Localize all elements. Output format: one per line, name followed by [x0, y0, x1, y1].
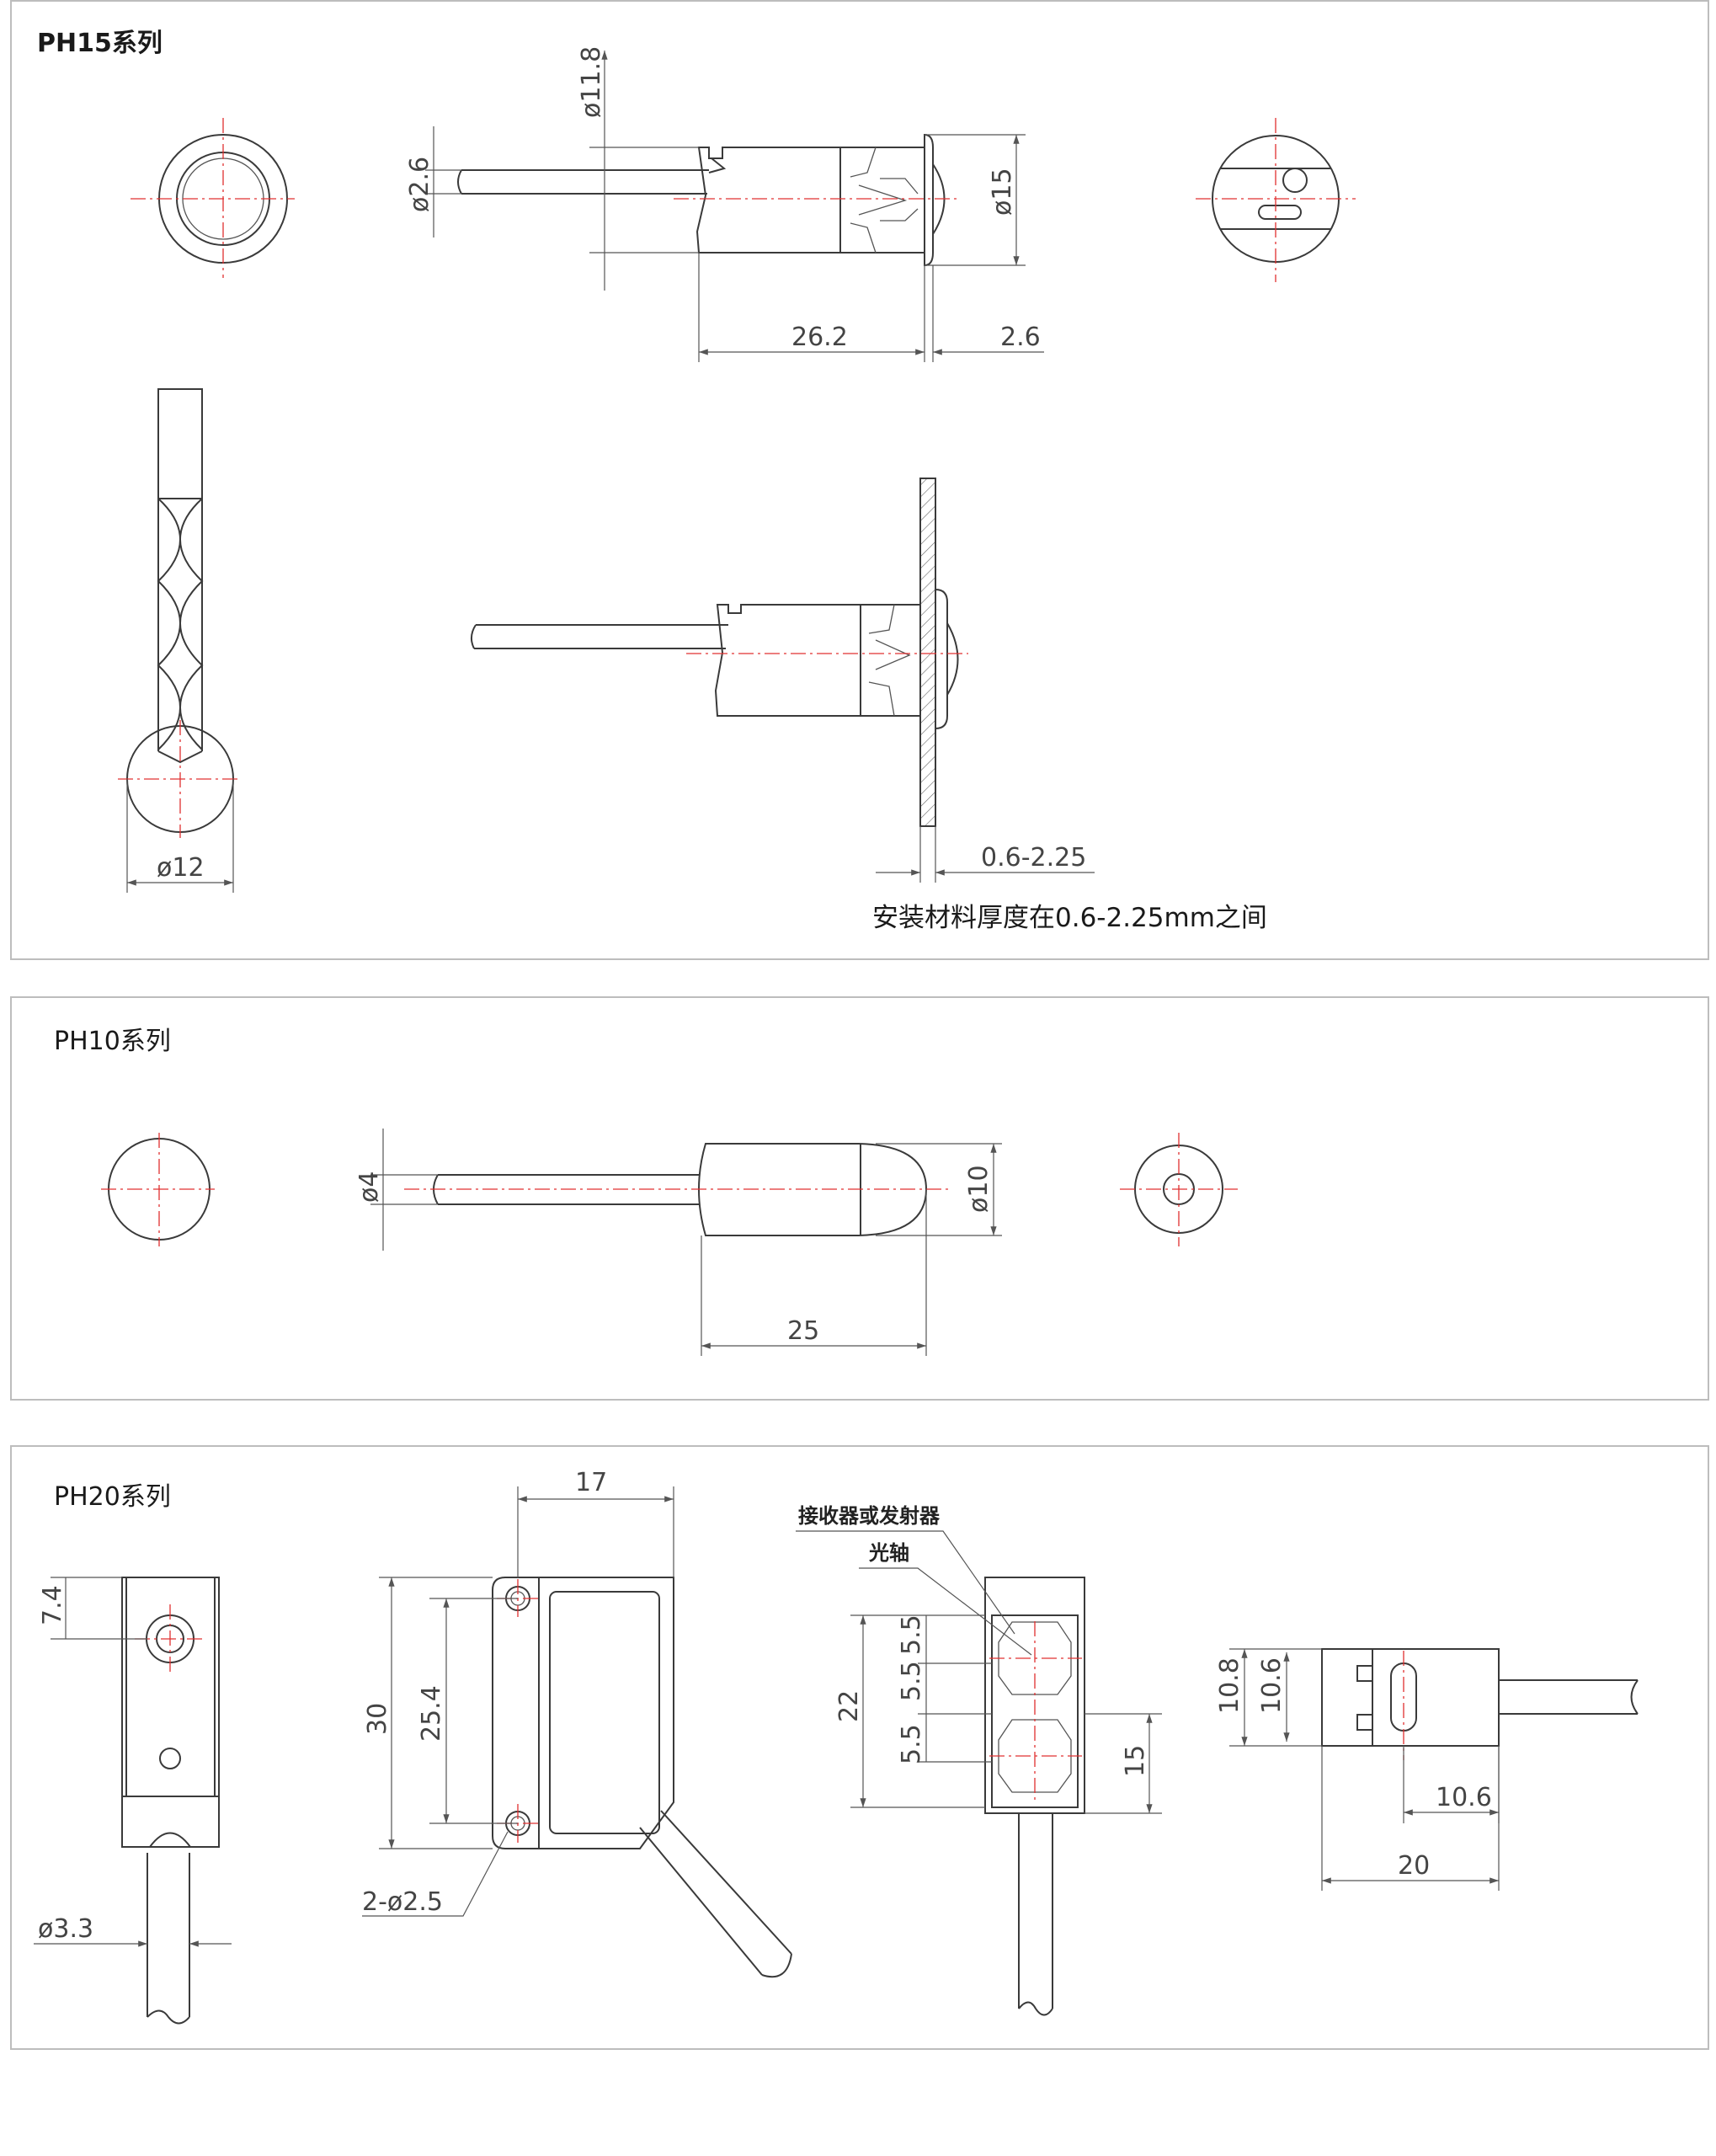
ph20-dim-10-6-horiz: 10.6 — [1436, 1783, 1492, 1812]
ph15-back-view — [1196, 118, 1356, 282]
ph15-drill-bit: ø12 — [118, 388, 240, 893]
ph10-front-view — [101, 1133, 215, 1246]
ph20-front-view: 7.4 ø3.3 — [34, 1577, 232, 2025]
ph15-title: PH15系列 — [37, 29, 163, 58]
ph20-dim-holes: 2-ø2.5 — [362, 1887, 443, 1917]
ph10-dim-25: 25 — [787, 1316, 819, 1346]
ph15-dim-thickness: 0.6-2.25 — [981, 843, 1086, 873]
ph20-title: PH20系列 — [54, 1482, 171, 1512]
ph15-dim-2-6: 2.6 — [1000, 323, 1041, 352]
ph10-side-view: ø4 ø10 25 — [354, 1129, 1002, 1356]
ph20-label-axis: 光轴 — [868, 1541, 909, 1565]
ph15-side-view: ø11.8 ø2.6 ø15 26.2 2.6 — [405, 46, 1044, 362]
ph20-dim-17: 17 — [575, 1468, 607, 1497]
ph20-side-view: 17 30 25.4 2-ø2.5 — [362, 1468, 792, 1978]
ph20-optical-view: 接收器或发射器 光轴 22 5.5 5.5 5.5 15 — [796, 1504, 1162, 2016]
ph20-panel: PH20系列 — [10, 1445, 1709, 2050]
ph20-dim-22: 22 — [834, 1690, 864, 1722]
ph10-dim-d10: ø10 — [964, 1165, 994, 1213]
ph20-dim-20: 20 — [1398, 1851, 1430, 1881]
ph20-dim-5-5-c: 5.5 — [897, 1724, 926, 1764]
ph10-back-view — [1120, 1133, 1238, 1246]
ph20-dim-5-5-b: 5.5 — [897, 1614, 926, 1655]
ph10-dim-d4: ø4 — [354, 1171, 384, 1203]
ph20-top-view: 10.8 10.6 10.6 20 — [1215, 1648, 1639, 1891]
ph20-label-emitter: 接收器或发射器 — [798, 1504, 941, 1528]
ph15-dim-26-2: 26.2 — [791, 323, 848, 352]
ph15-dim-d12: ø12 — [157, 853, 205, 883]
ph20-dim-7-4: 7.4 — [38, 1585, 67, 1625]
ph20-dim-10-6-vert: 10.6 — [1257, 1657, 1287, 1714]
ph15-dim-d11-8: ø11.8 — [577, 46, 606, 118]
ph20-dim-5-5-a: 5.5 — [897, 1661, 926, 1701]
ph15-mounted-view: 0.6-2.25 安装材料厚度在0.6-2.25mm之间 — [471, 478, 1267, 933]
ph10-title: PH10系列 — [54, 1027, 171, 1056]
ph20-dim-10-8: 10.8 — [1215, 1657, 1244, 1714]
ph15-front-view — [131, 118, 295, 278]
ph20-dim-30: 30 — [363, 1703, 392, 1735]
ph15-dim-d2-6: ø2.6 — [405, 157, 434, 212]
ph15-dim-d15: ø15 — [988, 168, 1017, 216]
ph20-dim-25-4: 25.4 — [417, 1685, 446, 1742]
ph15-panel: PH15系列 — [10, 0, 1709, 960]
ph20-dim-15: 15 — [1121, 1745, 1150, 1777]
ph15-install-note: 安装材料厚度在0.6-2.25mm之间 — [872, 903, 1267, 933]
ph20-dim-d3-3: ø3.3 — [38, 1914, 93, 1944]
